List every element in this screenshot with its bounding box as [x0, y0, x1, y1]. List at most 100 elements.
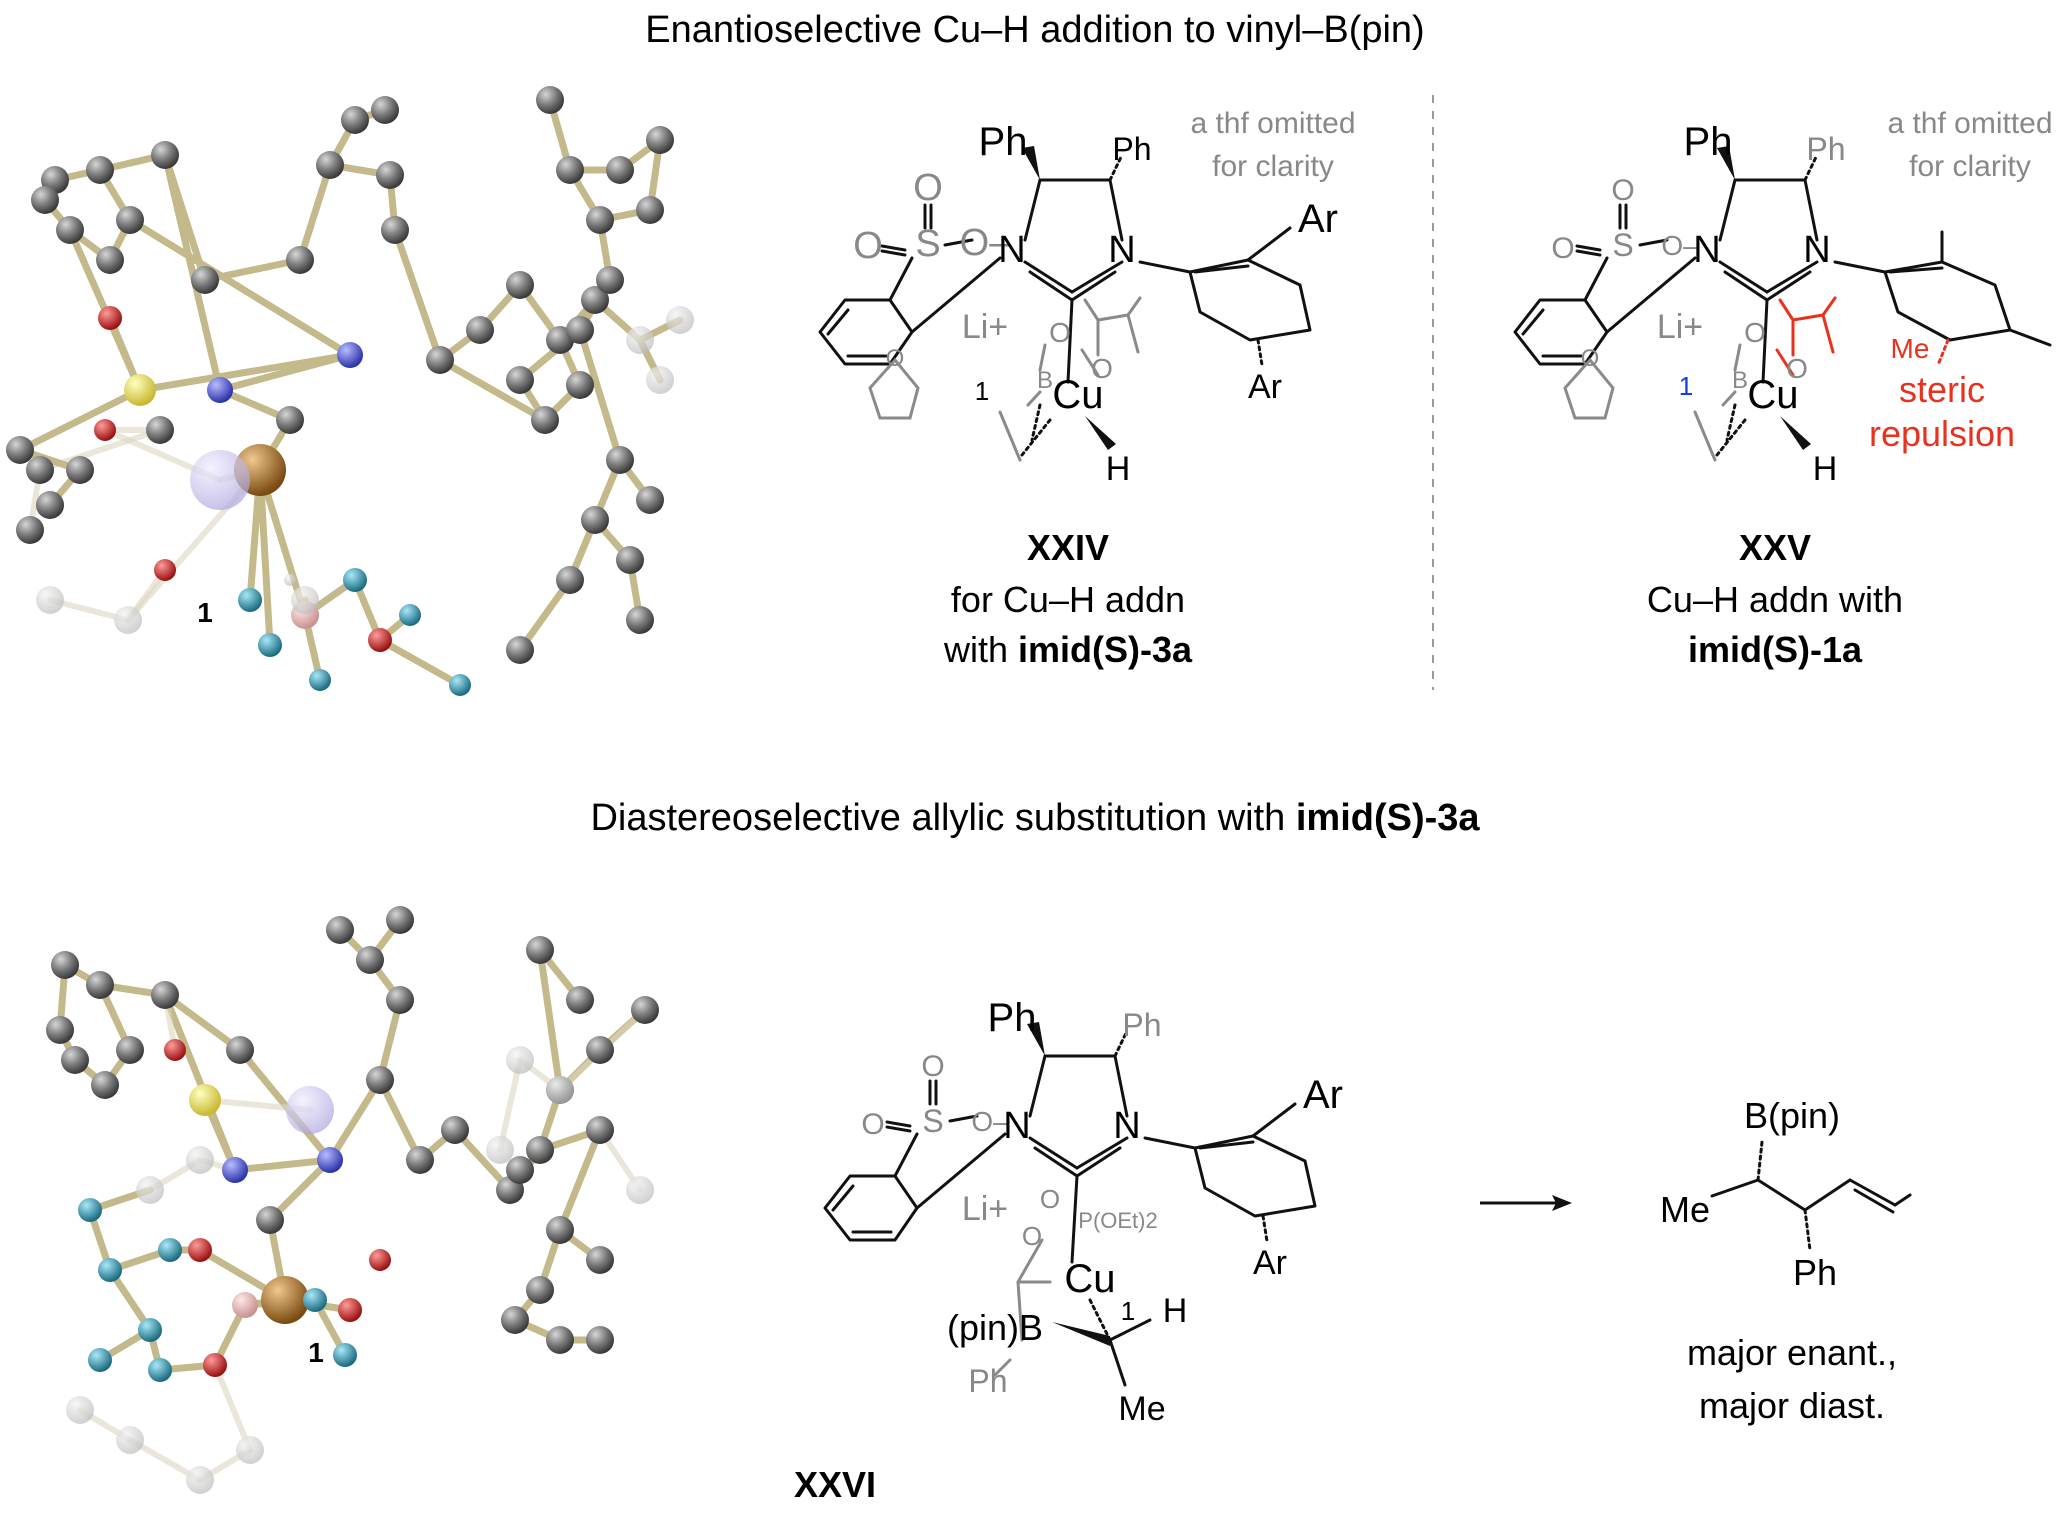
model-atom — [506, 1046, 534, 1074]
model-atom — [238, 588, 262, 612]
model-bond — [266, 1156, 334, 1224]
xxiv-caption-id: XXIV — [1027, 527, 1109, 568]
xxiv-h: H — [1106, 450, 1131, 488]
model-atom — [526, 1136, 554, 1164]
bottom-heading-prefix: Diastereoselective allylic substitution … — [590, 797, 1295, 839]
model-atom — [506, 366, 534, 394]
xxv-ph-right: Ph — [1806, 131, 1845, 167]
xxiv-caption-2-prefix: with — [943, 629, 1018, 670]
xxiv-ph-left: Ph — [979, 120, 1028, 164]
xxiv-note-2: for clarity — [1212, 150, 1334, 183]
model-atom — [449, 674, 471, 696]
model-atom — [86, 971, 114, 999]
xxiv-o1: O — [913, 167, 943, 209]
model-atom — [581, 286, 609, 314]
model-bond — [106, 1266, 154, 1334]
model-atom — [138, 1318, 162, 1342]
model-atom — [326, 916, 354, 944]
model-atom — [91, 1071, 119, 1099]
model-atom — [236, 1436, 264, 1464]
model-atom — [276, 406, 304, 434]
model-atom — [66, 1396, 94, 1424]
model-bottom-atom-label: 1 — [308, 1337, 324, 1368]
model-atom — [616, 546, 644, 574]
structure-xxv: S O O O– N N Ph Ph Me steric repulsion — [1513, 107, 2053, 670]
model-bond — [326, 1076, 384, 1164]
xxiv-o2: O — [853, 225, 883, 267]
model-atom — [466, 316, 494, 344]
xxvi-po-o1: O — [1040, 1184, 1060, 1214]
model-atom — [399, 604, 421, 626]
model-atom — [586, 1246, 614, 1274]
model-bond — [436, 356, 549, 424]
model-atom — [309, 669, 331, 691]
xxvi-n2: N — [1113, 1105, 1140, 1147]
xxv-s: S — [1612, 227, 1633, 263]
model-atom — [36, 586, 64, 614]
model-atom — [151, 141, 179, 169]
xxv-o1: O — [1611, 174, 1634, 207]
model-atom — [526, 936, 554, 964]
xxvi-s: S — [922, 1103, 943, 1139]
model-atom — [441, 1116, 469, 1144]
model-top-atom-label: 1 — [197, 597, 213, 628]
model-atom — [124, 374, 156, 406]
xxvi-o3: O– — [971, 1106, 1009, 1137]
model-atom — [566, 986, 594, 1014]
xxv-note-2: for clarity — [1909, 150, 2031, 183]
model-atom — [286, 1086, 334, 1134]
bottom-heading: Diastereoselective allylic substitution … — [590, 797, 1480, 839]
xxiv-caption-2-bold: imid(S)-3a — [1018, 629, 1193, 670]
xxv-o-right: O — [1786, 353, 1808, 384]
model-atom — [369, 1249, 391, 1271]
xxvi-ar-top: Ar — [1303, 1073, 1343, 1117]
xxv-o2: O — [1551, 232, 1574, 265]
model-atom — [31, 186, 59, 214]
xxiv-s: S — [915, 223, 940, 265]
model-atom — [506, 636, 534, 664]
model-atom — [536, 86, 564, 114]
xxv-b: B — [1732, 367, 1748, 394]
model-bond — [161, 151, 209, 284]
model-atom — [338, 1298, 362, 1322]
model-atom — [376, 161, 404, 189]
xxv-h: H — [1813, 450, 1838, 488]
model-bond — [136, 351, 354, 394]
model-bond — [497, 1057, 523, 1153]
model-atom — [556, 156, 584, 184]
xxv-o3: O– — [1661, 230, 1699, 261]
xxvi-po-o2: O — [1022, 1221, 1042, 1251]
structure-xxiv: S O O O– N N Ph Ph Ar Ar Li+ — [818, 107, 1356, 670]
product-caption-2: major diast. — [1699, 1385, 1885, 1426]
model-atom — [286, 246, 314, 274]
xxvi-caption-id: XXVI — [794, 1464, 876, 1505]
model-atom — [222, 1157, 248, 1183]
model-atom — [284, 574, 296, 586]
xxvi-phosphate: P(OEt)2 — [1078, 1208, 1157, 1233]
xxiv-o3: O– — [960, 222, 1012, 264]
model-atom — [317, 1147, 343, 1173]
xxvi-cu: Cu — [1064, 1257, 1115, 1301]
xxvi-pinb: (pin)B — [947, 1307, 1043, 1348]
model-atom — [566, 371, 594, 399]
ball-and-stick-model-top — [6, 86, 694, 696]
model-atom — [316, 151, 344, 179]
model-atom — [188, 1238, 212, 1262]
model-atom — [426, 346, 454, 374]
xxv-steric-2: repulsion — [1869, 413, 2015, 454]
model-atom — [546, 1076, 574, 1104]
model-atom — [596, 266, 624, 294]
xxv-thf-o: O — [1581, 345, 1600, 372]
xxv-steric-1: steric — [1899, 369, 1985, 410]
ball-and-stick-model-bottom — [46, 906, 659, 1494]
xxiv-o-right: O — [1091, 353, 1113, 384]
bottom-heading-bold: imid(S)-3a — [1296, 797, 1481, 839]
model-atom — [636, 196, 664, 224]
model-bond — [576, 326, 624, 464]
model-atom — [36, 491, 64, 519]
model-atom — [61, 1046, 89, 1074]
model-atom — [207, 377, 233, 403]
xxvi-h: H — [1163, 1292, 1188, 1330]
xxv-me: Me — [1891, 333, 1930, 364]
